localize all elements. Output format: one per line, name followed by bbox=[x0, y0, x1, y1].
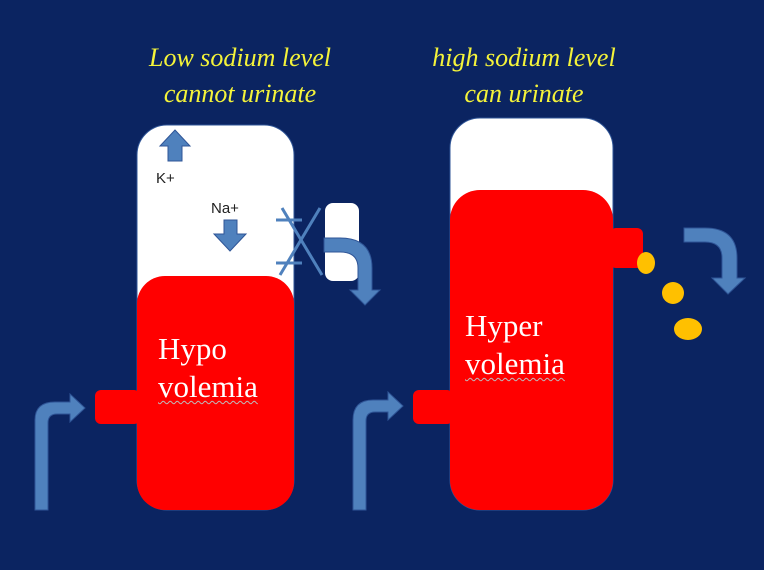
curved-arrow-icon bbox=[323, 237, 382, 306]
left-container bbox=[95, 124, 359, 511]
right-outlet bbox=[610, 228, 643, 268]
curved-arrow-icon bbox=[34, 392, 86, 511]
left-caption: Low sodium level cannot urinate bbox=[120, 40, 360, 112]
drop-icon bbox=[637, 252, 655, 274]
right-volume-line1: Hyper bbox=[465, 308, 543, 343]
ion-k-label: K+ bbox=[156, 170, 175, 187]
left-caption-line2: cannot urinate bbox=[163, 79, 317, 108]
curved-arrow-icon bbox=[683, 227, 747, 295]
left-inlet bbox=[95, 390, 140, 424]
curved-arrow-icon bbox=[352, 390, 404, 511]
left-blood-fill bbox=[137, 276, 294, 510]
right-volume-line2: volemia bbox=[465, 346, 565, 381]
ion-na-label: Na+ bbox=[211, 200, 239, 217]
right-inlet bbox=[413, 390, 453, 424]
right-container bbox=[413, 117, 643, 511]
right-blood-fill bbox=[450, 190, 613, 510]
up-arrow-icon bbox=[158, 129, 192, 162]
cross-mark-icon bbox=[276, 207, 324, 276]
drop-icon bbox=[662, 282, 684, 304]
right-caption-line2: can urinate bbox=[464, 79, 584, 108]
left-volume-line2: volemia bbox=[158, 369, 258, 404]
down-arrow-icon bbox=[212, 219, 248, 252]
left-volume-label: Hypo volemia bbox=[158, 330, 258, 406]
left-caption-line1: Low sodium level bbox=[149, 43, 331, 72]
right-caption: high sodium level can urinate bbox=[404, 40, 644, 112]
drop-icon bbox=[674, 318, 702, 340]
right-caption-line1: high sodium level bbox=[432, 43, 616, 72]
left-volume-line1: Hypo bbox=[158, 331, 227, 366]
right-volume-label: Hyper volemia bbox=[465, 307, 565, 383]
